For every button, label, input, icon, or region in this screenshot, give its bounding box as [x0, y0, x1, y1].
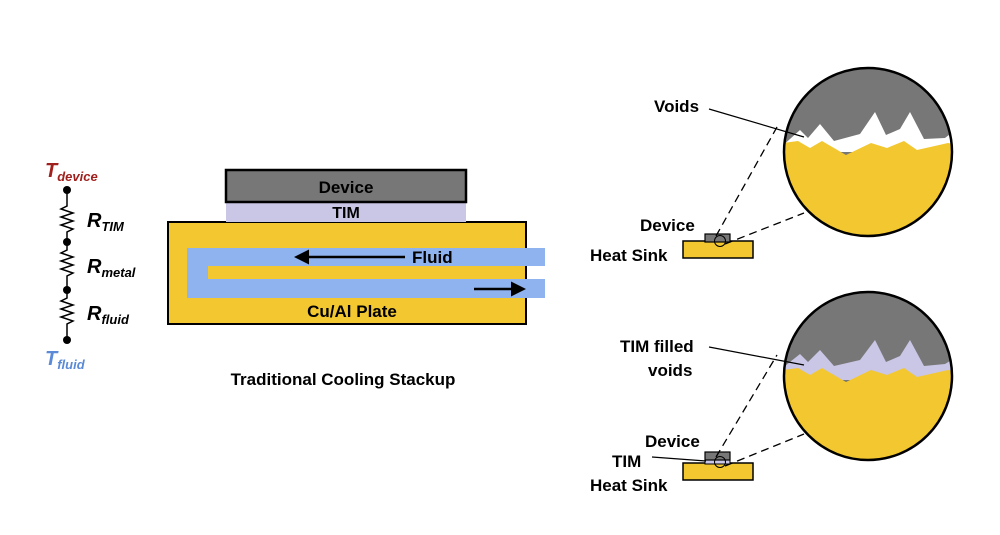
device-label-top: Device — [640, 216, 695, 235]
thermal-circuit: Tdevice RTIM Rmetal Rfluid Tfluid — [45, 160, 136, 372]
r-metal-sub: metal — [101, 265, 135, 280]
magnifier-circle — [782, 66, 954, 238]
magnified-interface — [784, 68, 952, 236]
magnified-heat-sink — [784, 368, 952, 460]
fluid-channel — [187, 248, 545, 298]
magnified-heat-sink — [784, 141, 952, 236]
heat-sink-small — [682, 240, 754, 259]
zoom-spot — [714, 456, 726, 468]
r-metal-label: Rmetal — [87, 256, 136, 280]
device-small — [704, 233, 731, 243]
device-small — [704, 451, 731, 461]
device-block — [224, 168, 468, 204]
tim-filled-label-line2: voids — [648, 361, 692, 380]
cooling-stackup: Device TIM Fluid Cu/Al Plate Traditional… — [167, 168, 545, 389]
resistor-tim — [58, 200, 76, 242]
heat-sink-small — [682, 462, 754, 481]
t-fluid-sub: fluid — [57, 357, 85, 372]
t-device-label: Tdevice — [45, 160, 98, 184]
resistor-fluid — [58, 290, 76, 340]
voids-label: Voids — [654, 97, 699, 116]
t-device-main: T — [45, 160, 59, 182]
r-tim-sub: TIM — [101, 219, 125, 234]
node-dot — [63, 336, 71, 344]
zoom-line — [724, 212, 805, 245]
tim-label: TIM — [332, 205, 360, 222]
filled-voids-pointer — [708, 346, 805, 366]
fluid-label: Fluid — [412, 248, 453, 267]
node-dot — [63, 238, 71, 246]
tim-label-bottom: TIM — [612, 452, 641, 471]
node-dot — [63, 186, 71, 194]
r-fluid-main: R — [87, 303, 102, 325]
stackup-caption: Traditional Cooling Stackup — [231, 370, 456, 389]
device-label: Device — [319, 178, 374, 197]
cu-al-plate — [167, 221, 527, 325]
heat-sink-label-top: Heat Sink — [590, 246, 668, 265]
magnifier-circle — [782, 290, 954, 462]
zoom-line — [724, 433, 805, 467]
heat-sink-label-bottom: Heat Sink — [590, 476, 668, 495]
zoom-line — [715, 126, 778, 237]
zoom-line — [715, 354, 778, 458]
t-device-sub: device — [57, 169, 97, 184]
magnified-interface — [784, 292, 952, 460]
tim-layer — [226, 202, 466, 222]
voids-pointer — [708, 108, 805, 138]
r-metal-main: R — [87, 256, 102, 278]
r-tim-label: RTIM — [87, 210, 125, 234]
r-fluid-sub: fluid — [101, 312, 129, 327]
void-detail: Voids Device Heat Sink — [590, 66, 954, 265]
plate-label: Cu/Al Plate — [307, 302, 397, 321]
zoom-spot — [714, 235, 726, 247]
tim-filled-detail: TIM filled voids Device TIM Heat Sink — [590, 290, 954, 495]
r-tim-main: R — [87, 210, 102, 232]
tim-filled-label-line1: TIM filled — [620, 337, 694, 356]
resistor-metal — [58, 242, 76, 290]
void-gaps — [784, 112, 952, 152]
t-fluid-main: T — [45, 348, 59, 370]
t-fluid-label: Tfluid — [45, 348, 86, 372]
device-label-bottom: Device — [645, 432, 700, 451]
tim-pointer — [651, 456, 707, 462]
node-dot — [63, 286, 71, 294]
r-fluid-label: Rfluid — [87, 303, 130, 327]
